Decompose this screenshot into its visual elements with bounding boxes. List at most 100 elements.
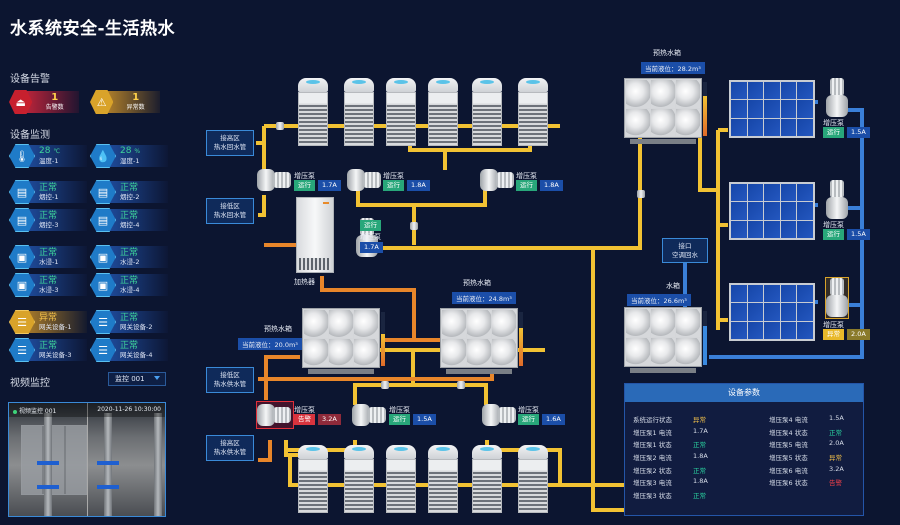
param-value: 异常: [829, 454, 842, 463]
param-key: 增压泵4 状态: [769, 428, 808, 437]
tank-panel: [354, 338, 378, 366]
tank-panel: [626, 80, 650, 108]
cooling-tower[interactable]: [344, 445, 374, 513]
booster-pump[interactable]: [256, 401, 294, 429]
monitor-card[interactable]: ▤正常烟控-2: [90, 180, 170, 204]
booster-pump[interactable]: [826, 78, 848, 118]
param-key: 增压泵6 状态: [769, 479, 808, 488]
monitor-card[interactable]: ☰正常网关设备-2: [90, 310, 170, 334]
monitor-card[interactable]: 💧28 %湿度-1: [90, 144, 170, 168]
pump-name: 增压泵: [294, 172, 315, 180]
video-flange: [37, 461, 59, 465]
solar-panel[interactable]: [729, 80, 815, 138]
monitor-card[interactable]: ▤正常烟控-4: [90, 208, 170, 232]
monitor-card[interactable]: ▤正常烟控-1: [9, 180, 89, 204]
monitor-card[interactable]: ☰正常网关设备-3: [9, 338, 89, 362]
cooling-tower[interactable]: [298, 78, 328, 146]
param-key: 增压泵5 状态: [769, 454, 808, 463]
valve[interactable]: [637, 190, 645, 198]
cooling-tower[interactable]: [428, 78, 458, 146]
param-key: 增压泵6 电流: [769, 466, 808, 475]
low-supply-label: 接低区热水供水管: [206, 367, 254, 393]
monitor-card[interactable]: ▣正常水浸-3: [9, 273, 89, 297]
video-divider: [87, 403, 88, 516]
pipe: [848, 206, 862, 307]
cooling-tower[interactable]: [472, 78, 502, 146]
level-gauge: [519, 312, 523, 366]
water-tank[interactable]: [624, 307, 702, 367]
tank-level: 当前液位：26.6m³: [627, 294, 691, 306]
tank-panel: [651, 337, 675, 365]
monitor-card[interactable]: ▣正常水浸-2: [90, 245, 170, 269]
monitor-label: 水浸-3: [39, 285, 59, 294]
booster-pump[interactable]: [347, 167, 383, 193]
water-tank[interactable]: [302, 308, 380, 368]
cooling-tower[interactable]: [386, 445, 416, 513]
tank-panel: [676, 80, 700, 108]
cooling-tower[interactable]: [298, 445, 328, 513]
cooling-tower[interactable]: [386, 78, 416, 146]
monitor-label: 网关设备-4: [120, 350, 153, 359]
water-tank[interactable]: [624, 78, 702, 138]
monitor-label: 烟控-3: [39, 220, 59, 229]
monitor-label: 网关设备-2: [120, 322, 153, 331]
pipe: [284, 440, 300, 457]
humidity-icon: 💧: [90, 144, 116, 168]
solar-panel[interactable]: [729, 182, 815, 240]
booster-pump[interactable]: [352, 402, 388, 428]
tank-panel: [651, 108, 675, 136]
pump-current: 3.2A: [318, 414, 341, 425]
pump-status: 运行: [823, 229, 844, 240]
chevron-down-icon: [154, 376, 160, 380]
camera-select[interactable]: 监控 001: [108, 372, 166, 386]
booster-pump[interactable]: [826, 180, 848, 220]
heater[interactable]: [296, 197, 334, 273]
cooling-tower[interactable]: [344, 78, 374, 146]
cooling-tower[interactable]: [518, 78, 548, 146]
monitor-card[interactable]: ☰正常网关设备-4: [90, 338, 170, 362]
cooling-tower[interactable]: [518, 445, 548, 513]
valve[interactable]: [410, 222, 418, 230]
low-return-label: 接低区热水回水管: [206, 198, 254, 224]
monitor-card[interactable]: ☰异常网关设备-1: [9, 310, 89, 334]
monitor-value: 正常: [39, 182, 58, 193]
monitor-label: 烟控-2: [120, 192, 140, 201]
water-tank[interactable]: [440, 308, 518, 368]
booster-pump[interactable]: [825, 277, 849, 319]
valve[interactable]: [457, 381, 465, 389]
monitor-value: 28: [39, 146, 51, 156]
cooling-tower[interactable]: [472, 445, 502, 513]
booster-pump[interactable]: [257, 167, 293, 193]
solar-panel[interactable]: [729, 283, 815, 341]
booster-pump[interactable]: [482, 402, 518, 428]
pipe: [258, 195, 266, 217]
monitor-card[interactable]: ▣正常水浸-1: [9, 245, 89, 269]
cooling-tower[interactable]: [428, 445, 458, 513]
monitor-card[interactable]: ▤正常烟控-3: [9, 208, 89, 232]
valve[interactable]: [276, 122, 284, 130]
pump-current: 1.5A: [847, 229, 870, 240]
pump-current: 1.6A: [542, 414, 565, 425]
param-key: 增压泵1 状态: [633, 441, 672, 450]
pump-name: 增压泵: [516, 172, 537, 180]
param-row: 增压泵6 状态告警: [769, 477, 844, 490]
booster-pump[interactable]: [480, 167, 516, 193]
pump-status: 运行: [294, 180, 315, 191]
param-row: 系统运行状态异常: [633, 414, 708, 427]
video-section-title: 视频监控: [10, 378, 50, 389]
pump-status: 运行: [823, 127, 844, 138]
monitor-card[interactable]: ▣正常水浸-4: [90, 273, 170, 297]
valve[interactable]: [381, 381, 389, 389]
abnormal-count-label: 异常数: [126, 103, 145, 111]
